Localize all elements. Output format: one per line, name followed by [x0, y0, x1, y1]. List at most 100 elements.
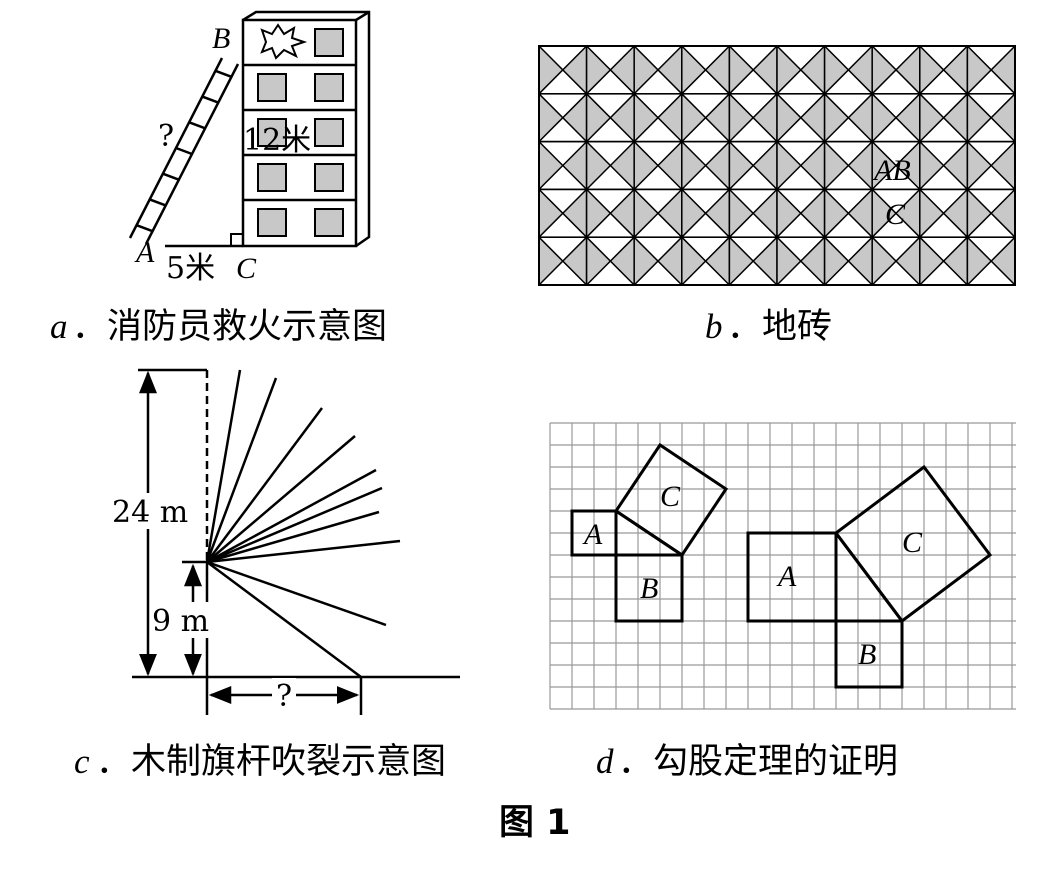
- tile-gray-triangle: [800, 46, 825, 94]
- large-label-c: C: [902, 526, 923, 559]
- tile-gray-triangle: [753, 141, 777, 190]
- fire-burst-icon: [260, 23, 308, 60]
- tile-gray-triangle: [681, 237, 706, 285]
- tile-gray-triangle: [919, 141, 944, 190]
- tile-diagonal: [586, 45, 635, 95]
- tile-diagonal: [871, 45, 921, 95]
- label-a: A: [134, 236, 155, 269]
- ladder-rung: [201, 95, 219, 104]
- tile-gray-triangle: [896, 237, 920, 285]
- tile-gray-triangle: [539, 46, 563, 94]
- small-square-a: [570, 509, 618, 557]
- broken-top-segment: [206, 486, 383, 564]
- tile-gray-triangle: [896, 46, 920, 94]
- tile-diagonal: [681, 188, 730, 238]
- tile-diagonal: [824, 236, 873, 286]
- caption-a-text: ．消防员救火示意图: [72, 307, 387, 347]
- caption-d: d ．勾股定理的证明: [596, 742, 898, 782]
- tile-gray-triangle: [800, 189, 825, 238]
- tile-diagonal: [776, 141, 826, 190]
- tile-gray-triangle: [539, 189, 563, 238]
- tile-gray-triangle: [777, 141, 801, 190]
- small-label-b: B: [640, 572, 658, 605]
- tile-diagonal: [919, 45, 968, 95]
- tile-diagonal: [966, 141, 1016, 190]
- tile-gray-triangle: [943, 237, 968, 285]
- ladder-rung: [149, 198, 167, 207]
- tile-gray-triangle: [705, 46, 730, 94]
- tile-diagonal: [871, 236, 921, 286]
- tile-diagonal: [586, 141, 635, 190]
- tile-gray-triangle: [729, 141, 754, 190]
- tile-gray-triangle: [658, 46, 682, 94]
- tile-gray-triangle: [681, 93, 706, 142]
- tile-gray-triangle: [562, 237, 587, 285]
- tile-gray-triangle: [800, 93, 825, 142]
- tile-gray-triangle: [967, 93, 992, 142]
- tile-gray-triangle: [967, 46, 992, 94]
- tile-gray-triangle: [896, 93, 920, 142]
- tile-gray-triangle: [681, 46, 706, 94]
- tile-gray-triangle: [610, 93, 635, 142]
- tile-diagonal: [586, 188, 635, 238]
- tile-gray-triangle: [919, 189, 944, 238]
- tile-diagonal: [586, 93, 635, 143]
- panel-c-flagpole: [132, 368, 460, 715]
- caption-b-letter: b: [705, 307, 723, 346]
- tile-gray-triangle: [562, 93, 587, 142]
- tile-diagonal: [776, 236, 826, 286]
- label-c: C: [236, 252, 257, 285]
- small-triangle-hyp: [615, 509, 683, 557]
- tile-gray-triangle: [539, 93, 563, 142]
- tile-diagonal: [538, 45, 588, 95]
- panel-d-pythagoras: [549, 422, 1016, 710]
- tile-gray-triangle: [872, 141, 896, 190]
- tile-gray-triangle: [586, 141, 611, 190]
- tile-gray-triangle: [586, 93, 611, 142]
- window: [314, 118, 344, 147]
- tile-gray-triangle: [586, 46, 611, 94]
- tile-gray-triangle: [610, 46, 635, 94]
- tile-label-c: C: [885, 198, 906, 231]
- building-windows: [257, 28, 344, 237]
- tile-diagonal: [633, 141, 683, 190]
- tile-gray-triangle: [872, 237, 896, 285]
- tile-gray-triangle: [777, 189, 801, 238]
- tile-gray-triangle: [800, 237, 825, 285]
- tile-diagonal: [681, 141, 730, 190]
- tile-gray-triangle: [967, 141, 992, 190]
- tile-gray-triangle: [634, 141, 658, 190]
- caption-c: c ．木制旗杆吹裂示意图: [74, 742, 446, 782]
- tile-diagonal: [919, 93, 968, 143]
- caption-a: a ．消防员救火示意图: [50, 307, 387, 347]
- tile-gray-triangle: [586, 237, 611, 285]
- window: [314, 28, 344, 57]
- tile-label-ab: AB: [872, 154, 911, 187]
- broken-top-segment: [206, 468, 377, 564]
- caption-d-letter: d: [596, 742, 614, 781]
- large-square-a: [746, 531, 838, 623]
- tile-gray-triangle: [800, 141, 825, 190]
- small-label-c: C: [660, 480, 681, 513]
- tile-diagonal: [538, 188, 588, 238]
- panel-a-labels: B A C ? 12米 5米: [134, 22, 311, 286]
- tile-diagonal: [586, 236, 635, 286]
- tile-gray-triangle: [848, 237, 873, 285]
- tile-gray-triangle: [848, 141, 873, 190]
- tile-gray-triangle: [848, 46, 873, 94]
- tile-gray-triangle: [824, 237, 849, 285]
- large-triangle-hyp: [834, 532, 904, 622]
- tile-gray-triangle: [872, 189, 896, 238]
- tile-gray-triangle: [658, 189, 682, 238]
- tile-diagonal: [919, 141, 968, 190]
- ladder-rungs: [136, 69, 232, 233]
- window: [314, 208, 344, 237]
- ladder-rung: [214, 69, 232, 79]
- tile-gray-triangle: [753, 46, 777, 94]
- tile-gray-triangle: [753, 189, 777, 238]
- tile-gray-triangle: [991, 46, 1015, 94]
- tile-gray-triangle: [705, 237, 730, 285]
- tile-gray-triangle: [562, 189, 587, 238]
- tile-gray-triangle: [681, 189, 706, 238]
